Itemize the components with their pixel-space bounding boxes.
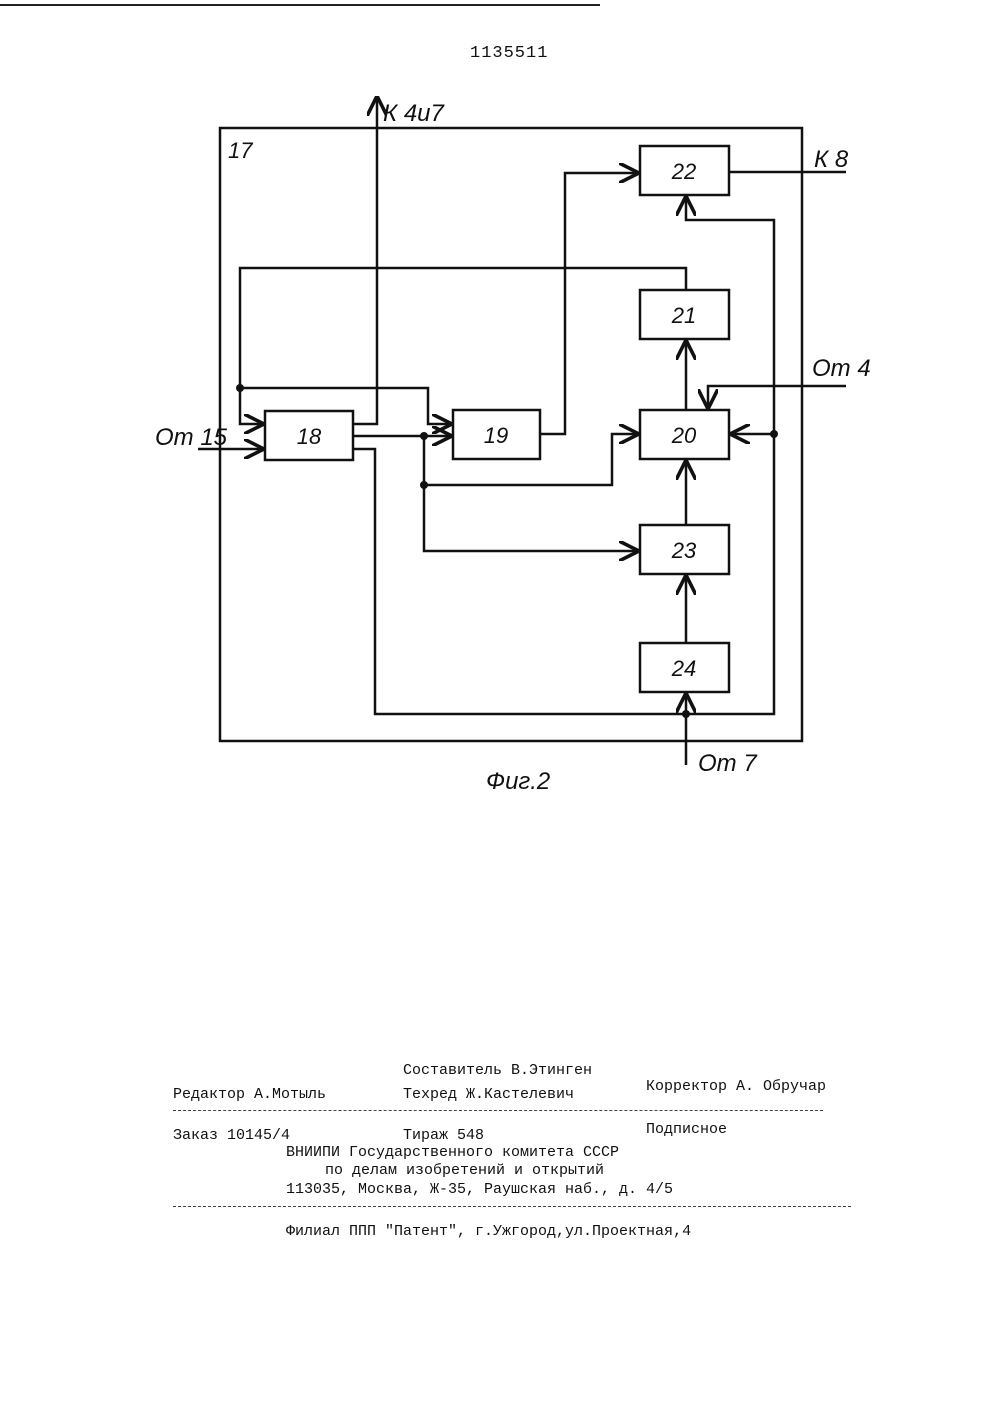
svg-text:22: 22 bbox=[671, 159, 696, 184]
branch-line: Филиал ППП "Патент", г.Ужгород,ул.Проект… bbox=[286, 1223, 691, 1240]
block-19: 19 bbox=[453, 410, 540, 459]
svg-text:24: 24 bbox=[671, 656, 696, 681]
institute-line-2: по делам изобретений и открытий bbox=[325, 1162, 604, 1179]
corrector-line: Корректор А. Обручар bbox=[646, 1078, 826, 1095]
order-line: Заказ 10145/4 bbox=[173, 1127, 290, 1144]
outer-block-label: 17 bbox=[228, 138, 253, 163]
rule-top bbox=[173, 1110, 823, 1111]
svg-text:23: 23 bbox=[671, 538, 697, 563]
label-from-15: От 15 bbox=[155, 424, 228, 451]
techred-line: Техред Ж.Кастелевич bbox=[403, 1086, 574, 1103]
address-line: 113035, Москва, Ж-35, Раушская наб., д. … bbox=[286, 1181, 673, 1198]
block-22: 22 bbox=[640, 146, 729, 195]
composer-line: Составитель В.Этинген bbox=[403, 1062, 592, 1079]
label-from-7: От 7 bbox=[698, 750, 758, 777]
label-to-4-7: К 4и7 bbox=[383, 100, 446, 127]
figure-caption: Фиг.2 bbox=[486, 768, 550, 796]
block-diagram: 17 18 19 20 21 22 23 24 bbox=[0, 0, 1000, 800]
block-23: 23 bbox=[640, 525, 729, 574]
rule-bottom bbox=[173, 1206, 851, 1207]
label-to-8: К 8 bbox=[814, 146, 849, 173]
block-24: 24 bbox=[640, 643, 729, 692]
block-20: 20 bbox=[640, 410, 729, 459]
svg-text:20: 20 bbox=[671, 423, 697, 448]
institute-line: ВНИИПИ Государственного комитета СССР bbox=[286, 1144, 619, 1161]
circulation-line: Тираж 548 bbox=[403, 1127, 484, 1144]
subscription-line: Подписное bbox=[646, 1121, 727, 1138]
svg-text:18: 18 bbox=[297, 424, 322, 449]
editor-line: Редактор А.Мотыль bbox=[173, 1086, 326, 1103]
block-18: 18 bbox=[265, 411, 353, 460]
svg-text:21: 21 bbox=[671, 303, 696, 328]
svg-text:19: 19 bbox=[484, 423, 508, 448]
block-21: 21 bbox=[640, 290, 729, 339]
label-from-4: От 4 bbox=[812, 355, 871, 382]
